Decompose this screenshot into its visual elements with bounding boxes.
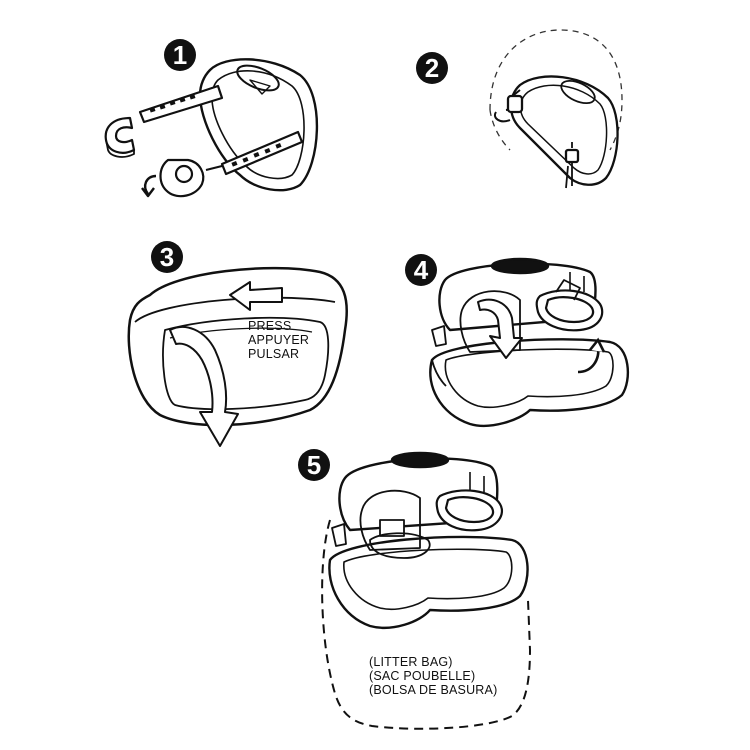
tray-body-icon <box>198 58 319 192</box>
litter-bag-icon <box>321 519 532 730</box>
tray-on-seat-icon <box>494 75 619 189</box>
press-label: PRESS APPUYER PULSAR <box>248 319 309 361</box>
step-3-badge: 3 <box>151 241 183 273</box>
press-arrow-icon <box>229 281 283 311</box>
rotate-arrow-icon <box>577 337 606 374</box>
step-2-badge: 2 <box>416 52 448 84</box>
step-1-badge: 1 <box>164 39 196 71</box>
press-label-line-2: APPUYER <box>248 333 309 347</box>
rotate-arrow-icon <box>477 298 523 359</box>
rotate-arrow-icon <box>169 325 239 447</box>
cup-holder-icon <box>435 472 504 532</box>
step-5: 5 (LITTER BAG) (SAC POUBELLE) (BOLSA DE … <box>298 449 532 730</box>
litter-bag-label-line-2: (SAC POUBELLE) <box>369 669 475 683</box>
step-5-number: 5 <box>307 450 321 480</box>
step-2: 2 <box>416 29 623 189</box>
litter-bag-label-line-3: (BOLSA DE BASURA) <box>369 683 497 697</box>
strap-clip-icon <box>104 84 304 198</box>
step-5-badge: 5 <box>298 449 330 481</box>
open-tray-icon <box>429 257 629 428</box>
step-4-badge: 4 <box>405 254 437 286</box>
litter-bag-label: (LITTER BAG) (SAC POUBELLE) (BOLSA DE BA… <box>369 655 497 697</box>
step-1-number: 1 <box>173 40 187 70</box>
step-3-number: 3 <box>160 242 174 272</box>
step-4-number: 4 <box>414 255 429 285</box>
litter-bag-label-line-1: (LITTER BAG) <box>369 655 453 669</box>
step-4: 4 <box>405 254 629 428</box>
step-3: 3 PRESS APPUYER PULSAR <box>127 241 348 447</box>
press-label-line-1: PRESS <box>248 319 291 333</box>
step-2-number: 2 <box>425 53 439 83</box>
cup-holder-icon <box>535 272 604 332</box>
step-1: 1 <box>104 39 319 198</box>
press-label-line-3: PULSAR <box>248 347 299 361</box>
tray-with-bag-icon <box>328 451 529 629</box>
seat-outline-icon <box>489 29 623 151</box>
